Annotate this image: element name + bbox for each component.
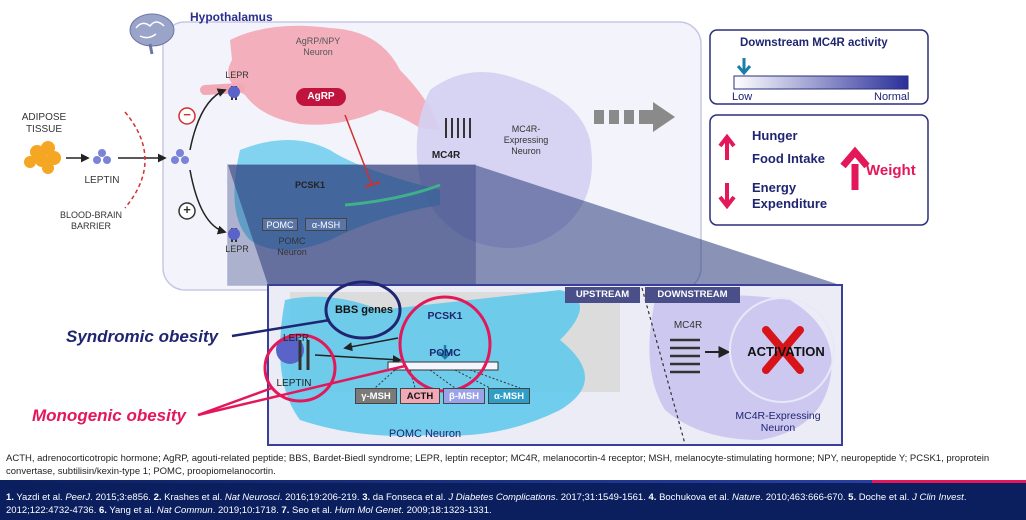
abbreviations-footnote: ACTH, adrenocorticotropic hormone; AgRP,…: [6, 453, 990, 477]
lepr-receptor-detail: [276, 336, 310, 370]
energy-down-arrow-icon: [718, 183, 736, 210]
activation-label: ACTIVATION: [747, 344, 825, 359]
alpha-msh-segment: α-MSH: [488, 388, 530, 404]
monogenic-circle-lepr: [263, 333, 337, 403]
hunger-label: Hunger: [752, 128, 798, 143]
lepr-receptor-top: [228, 86, 240, 100]
activity-pointer-icon: [736, 58, 752, 76]
pomc-neuron-top-label: POMC Neuron: [277, 236, 307, 257]
leptin-detail-label: LEPTIN: [276, 378, 312, 389]
mc4r-neuron-detail-label: MC4R-Expressing Neuron: [735, 410, 821, 434]
pomc-neuron-detail-label: POMC Neuron: [388, 428, 462, 440]
downstream-header: [645, 287, 740, 303]
hypothalamus-title: Hypothalamus: [190, 10, 273, 24]
food-intake-label: Food Intake: [752, 151, 825, 166]
lepr-top-label: LEPR: [225, 70, 249, 80]
activity-normal: Normal: [874, 91, 910, 103]
pcsk1-top-label: PCSK1: [294, 180, 325, 190]
mc4r-receptor-top: [445, 118, 471, 138]
syndromic-obesity-label: Syndromic obesity: [66, 327, 219, 346]
alpha-msh-top-label: α-MSH: [305, 218, 347, 231]
mc4r-detail-label: MC4R: [673, 320, 703, 331]
inhibit-sign: −: [183, 107, 191, 122]
activity-title: Downstream MC4R activity: [740, 37, 888, 49]
syndromic-circle: [324, 280, 402, 340]
leptin-icon: [93, 149, 111, 164]
adipose-icon: [24, 141, 61, 174]
pomc-detail-label: POMC: [429, 347, 461, 359]
acth-segment: ACTH: [400, 388, 440, 404]
adipose-tissue-label: ADIPOSE TISSUE: [21, 112, 67, 135]
downstream-label: DOWNSTREAM: [657, 289, 728, 300]
activity-low: Low: [732, 91, 753, 103]
mc4r-label-top: MC4R: [431, 150, 461, 161]
weight-up-arrow-icon: [840, 146, 870, 190]
bbb-label: BLOOD-BRAIN BARRIER: [59, 210, 122, 231]
lepr-bottom-label: LEPR: [225, 244, 249, 254]
beta-msh-segment: β-MSH: [443, 388, 485, 404]
lepr-detail-label: LEPR: [282, 333, 310, 344]
mc4r-neuron-detail-shape: [649, 295, 832, 440]
hunger-up-arrow-icon: [718, 133, 736, 160]
mc4r-neuron-label: MC4R- Expressing Neuron: [503, 124, 549, 156]
references-bar: 1. Yazdi et al. PeerJ. 2015;3:e856. 2. K…: [0, 483, 1026, 520]
agrp-neuron-label: AgRP/NPY Neuron: [295, 36, 341, 57]
leptin-label: LEPTIN: [84, 175, 120, 186]
dashed-flow-arrow: [594, 102, 675, 132]
mc4r-receptor-detail: [670, 338, 700, 374]
activity-gradient-bar: [733, 75, 909, 90]
pomc-top-label: POMC: [262, 218, 298, 231]
inhibit-circle: [178, 107, 196, 125]
monogenic-obesity-label: Monogenic obesity: [32, 406, 186, 425]
agrp-badge: AgRP: [296, 88, 346, 106]
agrp-neuron-shape: [228, 25, 440, 130]
brain-icon: [129, 13, 175, 55]
zoom-projection: [228, 165, 840, 285]
activate-circle: [178, 202, 196, 220]
bbs-genes-label: BBS genes: [334, 304, 394, 316]
lepr-receptor-bottom: [228, 228, 240, 242]
upstream-header: [565, 287, 640, 303]
energy-expenditure-label: Energy Expenditure: [752, 180, 828, 211]
gamma-msh-segment: γ-MSH: [355, 388, 397, 404]
references-line-2: 2012;122:4732-4736. 6. Yang et al. Nat C…: [6, 505, 492, 516]
blocked-x-icon: [762, 326, 804, 374]
diagram-graphics: [24, 13, 929, 446]
activate-sign: +: [183, 202, 191, 217]
weight-label: Weight: [866, 162, 916, 179]
references-line-1: 1. Yazdi et al. PeerJ. 2015;3:e856. 2. K…: [6, 492, 967, 503]
blood-brain-barrier-arc: [124, 111, 146, 209]
upstream-label: UPSTREAM: [575, 289, 630, 300]
reference-divider: [0, 480, 1026, 483]
pcsk1-detail-label: PCSK1: [427, 310, 463, 322]
pomc-bar: [387, 361, 499, 371]
